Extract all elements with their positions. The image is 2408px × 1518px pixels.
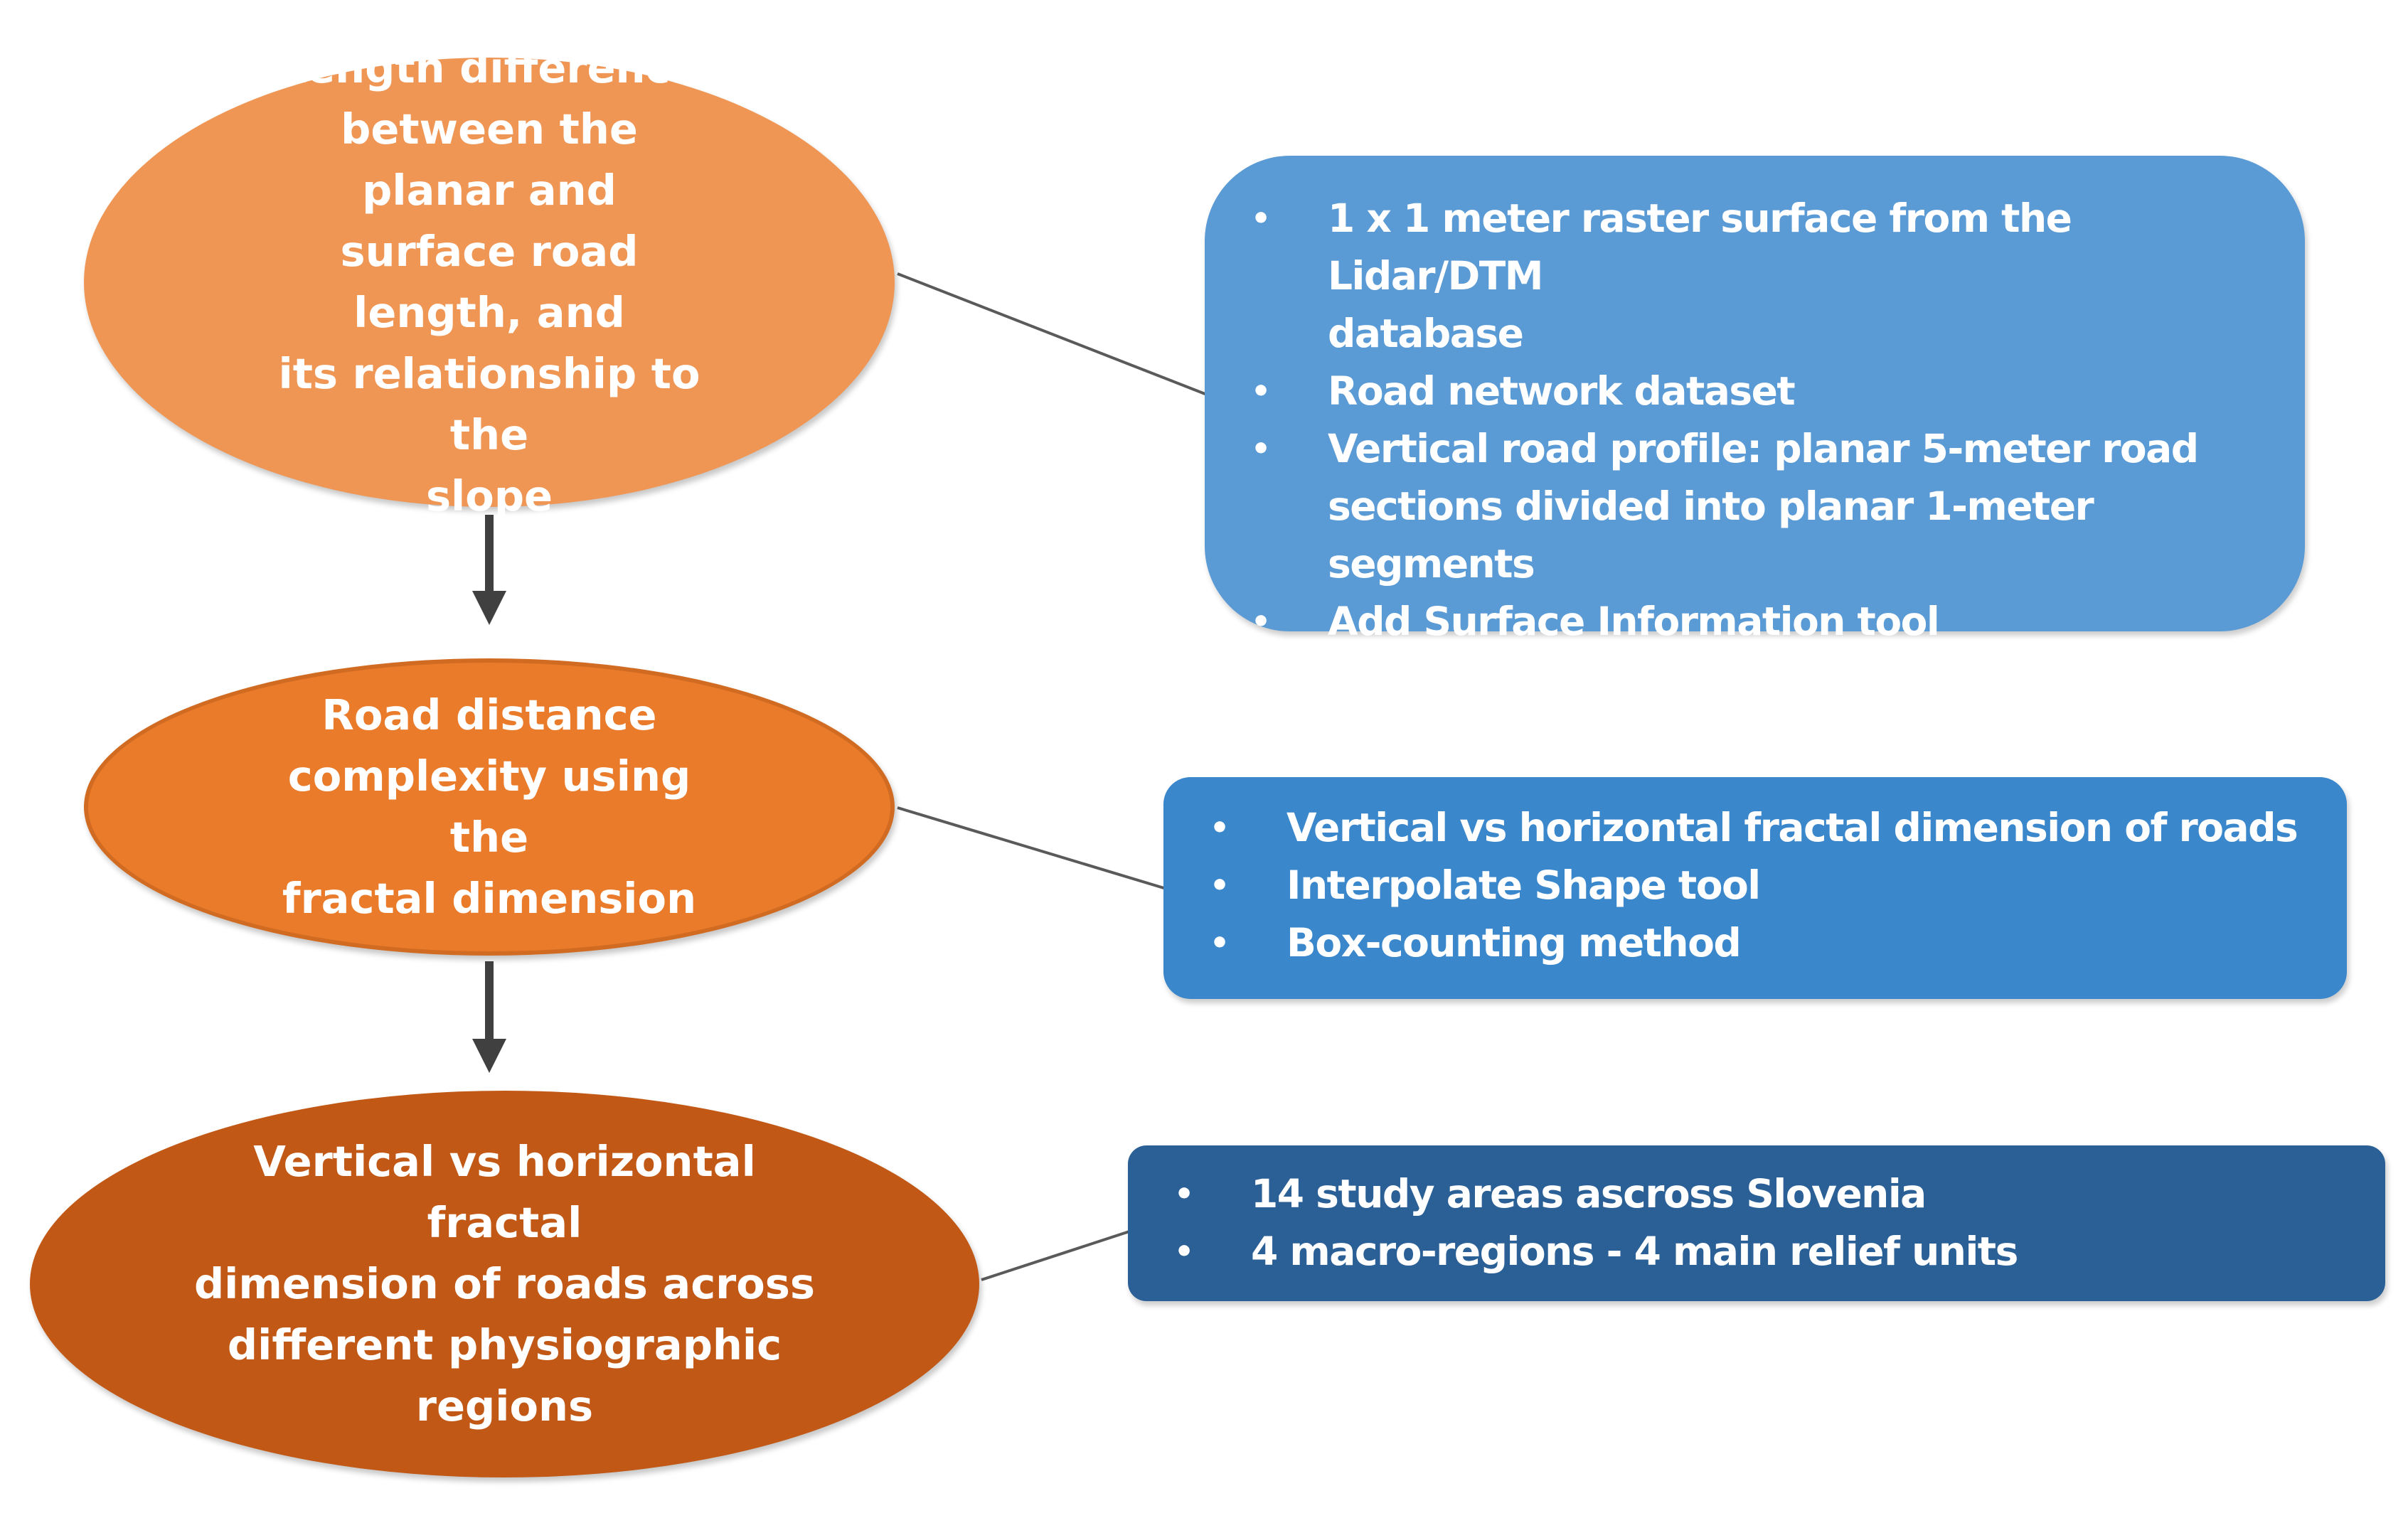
details-box-1: 1 x 1 meter raster surface from the Lida…	[1205, 156, 2305, 708]
step-2-line: complexity using the	[287, 752, 691, 862]
bullet-item: Vertical vs horizontal fractal dimension…	[1163, 799, 2333, 857]
step-3-line: different physiographic	[227, 1320, 782, 1369]
connector-line-2	[897, 806, 1167, 890]
details-list-2: Vertical vs horizontal fractal dimension…	[1163, 799, 2333, 972]
bullet-line: Box-counting method	[1286, 920, 1742, 966]
bullet-item: Interpolate Shape tool	[1163, 857, 2333, 914]
step-2-line: Road distance	[321, 690, 657, 739]
details-list-1: 1 x 1 meter raster surface from the Lida…	[1205, 190, 2284, 708]
bullet-line: 4 macro-regions - 4 main relief units	[1251, 1229, 2018, 1274]
step-3-line: regions	[415, 1381, 594, 1431]
bullet-line: Road network dataset	[1328, 368, 1796, 414]
bullet-line: 1 x 1 meter raster surface from the Lida…	[1328, 196, 2072, 299]
bullet-line: Example of topographically rugged area	[1328, 656, 2175, 702]
bullet-line: database	[1328, 311, 1524, 356]
bullet-item: Example of topographically rugged area	[1205, 651, 2284, 708]
bullet-line: Add Surface Information tool	[1328, 599, 1940, 644]
step-1-line: surface road length, and	[340, 227, 639, 337]
bullet-line: Vertical vs horizontal fractal dimension…	[1286, 805, 2298, 850]
details-list-3: 14 study areas ascross Slovenia 4 macro-…	[1128, 1165, 2371, 1281]
bullet-line: 14 study areas ascross Slovenia	[1251, 1171, 1927, 1217]
bullet-item: Vertical road profile: planar 5-meter ro…	[1205, 420, 2284, 593]
step-1-line: its relationship to the	[278, 349, 700, 459]
step-2-label: Road distance complexity using the fract…	[252, 685, 727, 929]
bullet-item: Box-counting method	[1163, 914, 2333, 972]
step-2-ellipse: Road distance complexity using the fract…	[84, 658, 895, 956]
step-1-label: Length difference between the planar and…	[259, 38, 720, 527]
step-3-line: dimension of roads across	[193, 1259, 816, 1308]
details-box-2: Vertical vs horizontal fractal dimension…	[1163, 777, 2347, 999]
step-2-line: fractal dimension	[282, 874, 697, 923]
bullet-line: Vertical road profile: planar 5-meter ro…	[1328, 426, 2199, 471]
step-1-line: Length difference	[279, 43, 699, 92]
step-3-line: Vertical vs horizontal fractal	[253, 1137, 756, 1247]
step-1-ellipse: Length difference between the planar and…	[84, 43, 895, 520]
bullet-item: 1 x 1 meter raster surface from the Lida…	[1205, 190, 2284, 363]
step-3-ellipse: Vertical vs horizontal fractal dimension…	[30, 1091, 979, 1477]
step-1-line: slope	[425, 471, 553, 520]
bullet-item: Add Surface Information tool	[1205, 593, 2284, 651]
step-3-label: Vertical vs horizontal fractal dimension…	[176, 1131, 833, 1437]
connector-line-1	[897, 272, 1208, 396]
bullet-item: 14 study areas ascross Slovenia	[1128, 1165, 2371, 1223]
details-box-3: 14 study areas ascross Slovenia 4 macro-…	[1128, 1145, 2385, 1301]
bullet-line: Interpolate Shape tool	[1286, 862, 1761, 908]
connector-line-3	[981, 1230, 1130, 1281]
bullet-line: sections divided into planar 1-meter seg…	[1328, 483, 2094, 587]
bullet-item: 4 macro-regions - 4 main relief units	[1128, 1223, 2371, 1281]
bullet-item: Road network dataset	[1205, 363, 2284, 420]
step-1-line: between the planar and	[341, 105, 638, 215]
